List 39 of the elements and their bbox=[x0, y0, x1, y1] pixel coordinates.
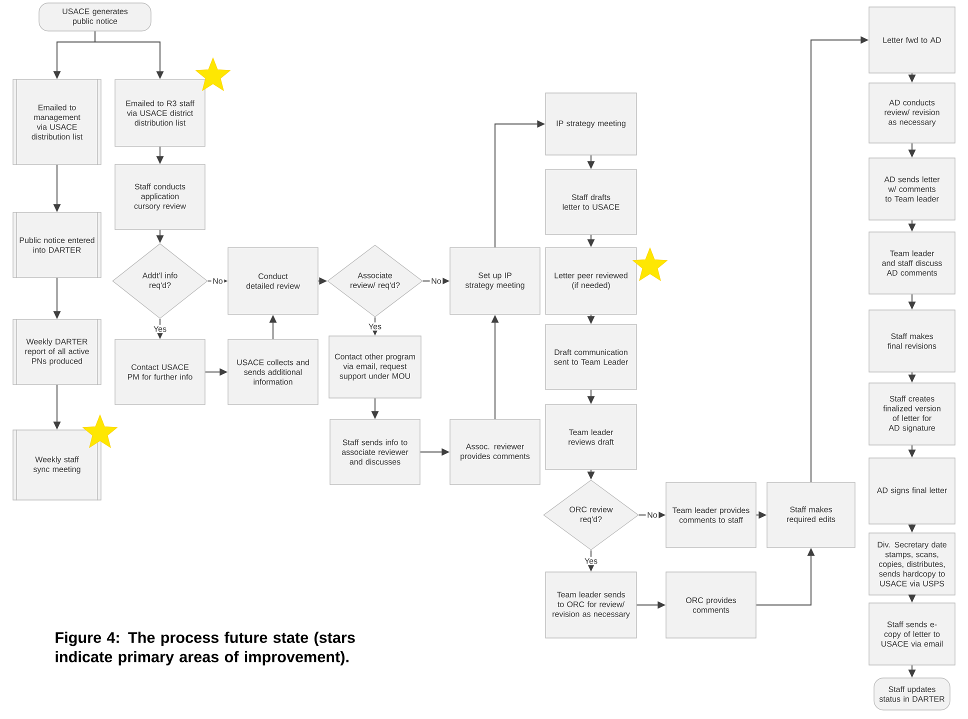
process-box: Weekly DARTER report of all active PNs produced bbox=[12, 318, 102, 386]
process-box: Staff makes final revisions bbox=[868, 310, 956, 372]
terminal-box: Staff updates status in DARTER bbox=[874, 678, 950, 710]
process-box: Set up IP strategy meeting bbox=[450, 247, 540, 315]
process-box: Staff sends info to associate reviewer and discusses bbox=[330, 419, 420, 485]
caption: Figure 4: The process future state (stars indicate primary areas of improvement). bbox=[56, 632, 355, 666]
process-box: Emailed to management via USACE distribution list bbox=[12, 78, 102, 166]
edge-label: No bbox=[646, 510, 659, 520]
process-box: AD conducts review/ revision as necessary bbox=[868, 82, 956, 144]
process-box: Team leader provides comments to staff bbox=[666, 482, 756, 548]
edge-label: Yes bbox=[152, 324, 168, 334]
process-box: Assoc. reviewer provides comments bbox=[450, 419, 540, 485]
process-box: Staff creates finalized version of letter for AD signature bbox=[868, 382, 956, 446]
process-box: AD signs final letter bbox=[868, 458, 956, 524]
process-box: IP strategy meeting bbox=[545, 92, 637, 156]
edge-label: No bbox=[430, 276, 443, 286]
edge-label: No bbox=[211, 276, 224, 286]
process-box: Public notice entered into DARTER bbox=[12, 212, 102, 278]
process-box: Staff conducts application cursory review bbox=[114, 164, 206, 230]
process-box: Draft communication sent to Team Leader bbox=[545, 324, 637, 390]
process-box: Staff makes required edits bbox=[766, 482, 856, 548]
process-box: ORC provides comments bbox=[666, 572, 756, 638]
process-box: Conduct detailed review bbox=[228, 247, 318, 315]
process-box: Team leader sends to ORC for review/ revision as necessary bbox=[545, 572, 637, 638]
process-box: USACE collects and sends additional information bbox=[228, 339, 318, 405]
process-box: Contact other program via email, request support under MOU bbox=[328, 336, 422, 398]
process-box: Letter fwd to AD bbox=[868, 6, 956, 74]
process-box: Team leader reviews draft bbox=[545, 404, 637, 470]
process-box: Div. Secretary date stamps, scans, copies, distributes, sends hardcopy to USACE via USPS bbox=[868, 532, 956, 596]
process-box: Weekly staff sync meeting bbox=[12, 429, 102, 501]
process-box: Staff sends e-copy of letter to USACE via email bbox=[868, 602, 956, 666]
process-box: Emailed to R3 staff via USACE district distribution list bbox=[114, 79, 206, 147]
process-box: AD sends letter w/ comments to Team leader bbox=[868, 158, 956, 220]
edge-label: Yes bbox=[583, 556, 599, 566]
process-box: Team leader and staff discuss AD comments bbox=[868, 232, 956, 294]
process-box: Contact USACE PM for further info bbox=[114, 339, 206, 405]
terminal-box: USACE generates public notice bbox=[38, 2, 152, 32]
process-box: Staff drafts letter to USACE bbox=[545, 169, 637, 235]
process-box: Letter peer reviewed (if needed) bbox=[545, 247, 637, 315]
